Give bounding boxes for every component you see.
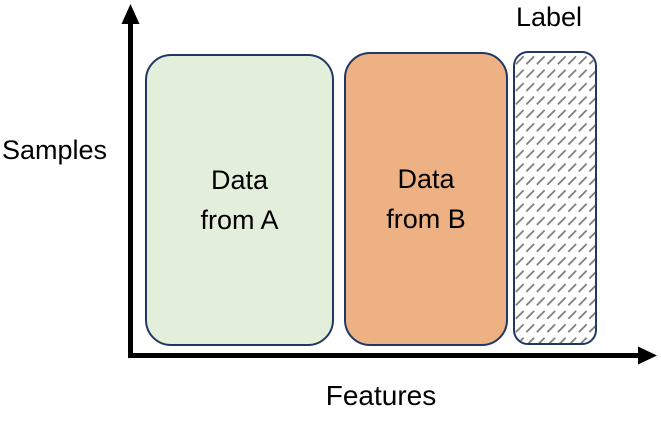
y-axis-label: Samples xyxy=(2,135,108,165)
data-from-a-box: Data from A xyxy=(145,54,334,346)
data-from-b-label: Data from B xyxy=(386,164,466,234)
x-axis-arrow xyxy=(128,346,657,365)
x-axis-label: Features xyxy=(325,380,437,411)
data-from-a-label: Data from A xyxy=(200,165,279,235)
diagonal-hatch-pattern xyxy=(515,53,595,343)
data-from-b-box: Data from B xyxy=(344,52,508,346)
label-column-box xyxy=(513,51,597,345)
y-axis-arrow xyxy=(121,4,140,358)
label-annotation: Label xyxy=(515,2,583,32)
